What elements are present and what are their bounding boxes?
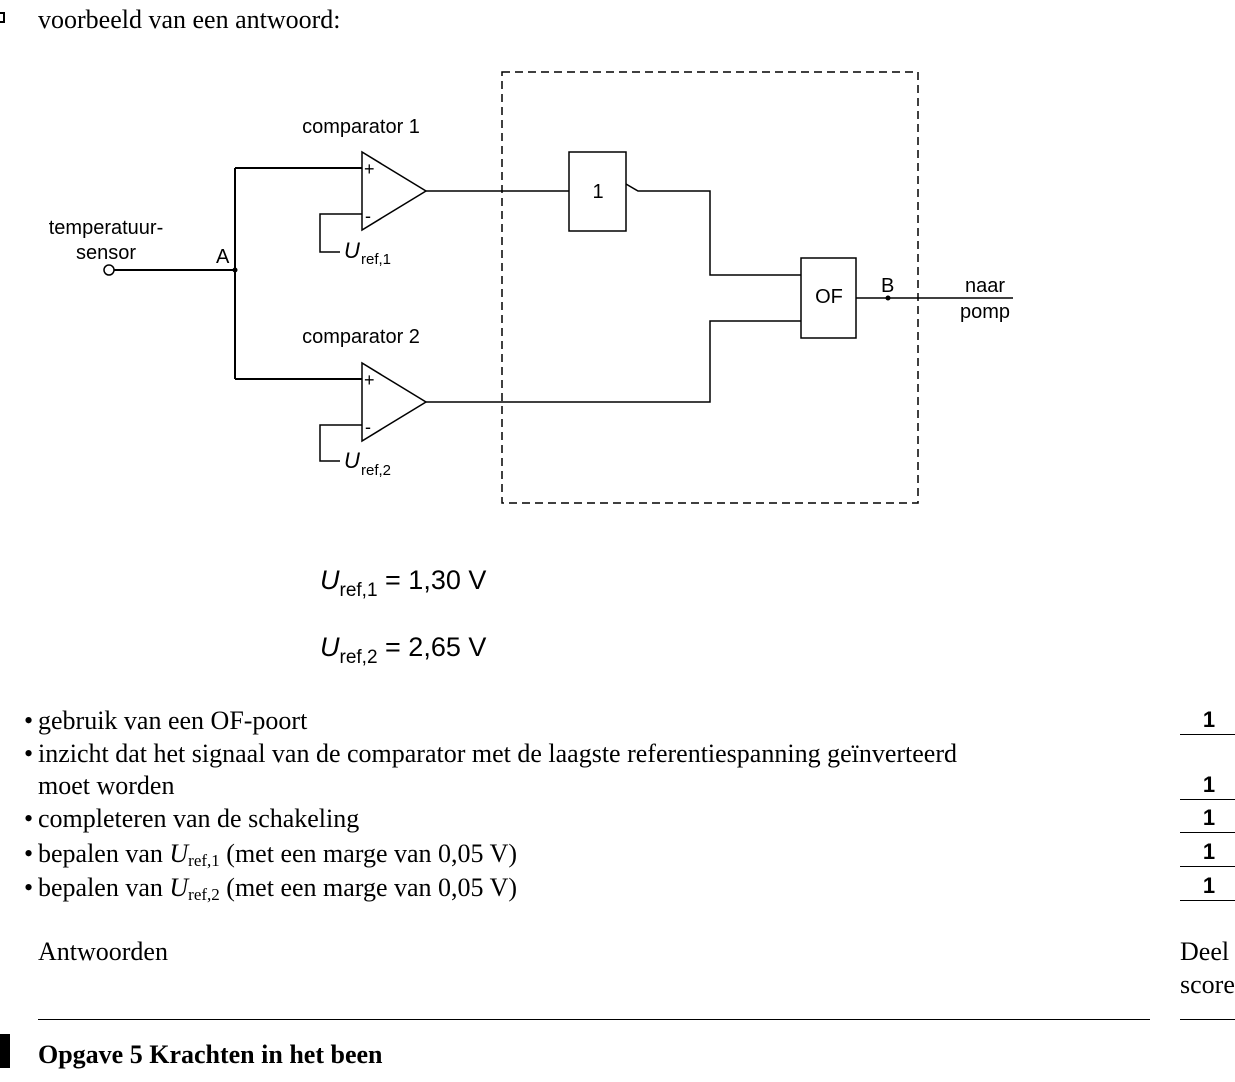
score-2: 1 [1180,772,1235,800]
score-1: 1 [1180,707,1235,735]
eq1-value: = 1,30 V [377,565,487,595]
criterion-1: •gebruik van een OF-poort [24,706,308,735]
uref2-subscript: ref,2 [361,462,391,479]
dashed-box [501,71,919,504]
eq2-symbol: U [320,632,340,662]
sensor-terminal-icon [103,264,115,276]
score-3: 1 [1180,805,1235,833]
invertor-label: 1 [592,181,603,203]
sensor-label-line1: temperatuur- [49,217,164,239]
criterion-2-continued: moet worden [38,771,175,800]
uref1-wire [319,213,362,253]
point-a-label: A [216,246,230,268]
criterion-5: •bepalen van Uref,2 (met een marge van 0… [24,873,518,904]
eq2-subscript: ref,2 [339,647,378,668]
comp2-output-wire [426,320,801,403]
criterion-2: •inzicht dat het signaal van de comparat… [24,739,957,768]
divider-main [38,1019,1150,1020]
point-b-dot [885,295,891,301]
or-gate-label: OF [815,286,843,308]
uref1-subscript: ref,1 [361,251,391,268]
output-label-line1: naar [965,275,1005,297]
uref1-symbol: U [344,238,360,263]
section-heading: Opgave 5 Krachten in het been [38,1040,383,1069]
output-label-line2: pomp [960,301,1010,323]
checkbox-icon [0,12,5,23]
uref1-equation: Uref,1 = 1,30 V [320,565,486,602]
eq1-subscript: ref,1 [339,580,378,601]
comparator2-symbol [361,361,428,443]
comparator1-plus: + [364,159,375,179]
eq2-value: = 2,65 V [377,632,487,662]
criterion-4: •bepalen van Uref,1 (met een marge van 0… [24,839,518,870]
criterion-3: •completeren van de schakeling [24,804,360,833]
comparator1-label: comparator 1 [302,116,420,138]
score-4: 1 [1180,839,1235,867]
eq1-symbol: U [320,565,340,595]
antwoorden-heading: Antwoorden [38,937,168,966]
point-b-label: B [881,275,894,297]
invertor-gate [568,151,627,232]
comparator2-minus: - [365,417,371,437]
comparator2-label: comparator 2 [302,326,420,348]
scores-label: scores [1180,970,1235,999]
comparator1-symbol [361,150,428,232]
uref2-equation: Uref,2 = 2,65 V [320,632,486,669]
section-marker [0,1034,10,1068]
comparator2-plus: + [364,370,375,390]
intro-text: voorbeeld van een antwoord: [38,5,341,34]
uref2-symbol: U [344,448,360,473]
comparator1-minus: - [365,206,371,226]
circuit-diagram: temperatuur- sensor A comparator 1 + - U… [49,71,1013,504]
sensor-label-line2: sensor [76,242,136,264]
divider-score [1180,1019,1235,1020]
score-5: 1 [1180,873,1235,901]
deel-label: Deel [1180,937,1230,966]
uref2-wire [319,424,362,462]
invertor-output-wire [625,183,801,276]
